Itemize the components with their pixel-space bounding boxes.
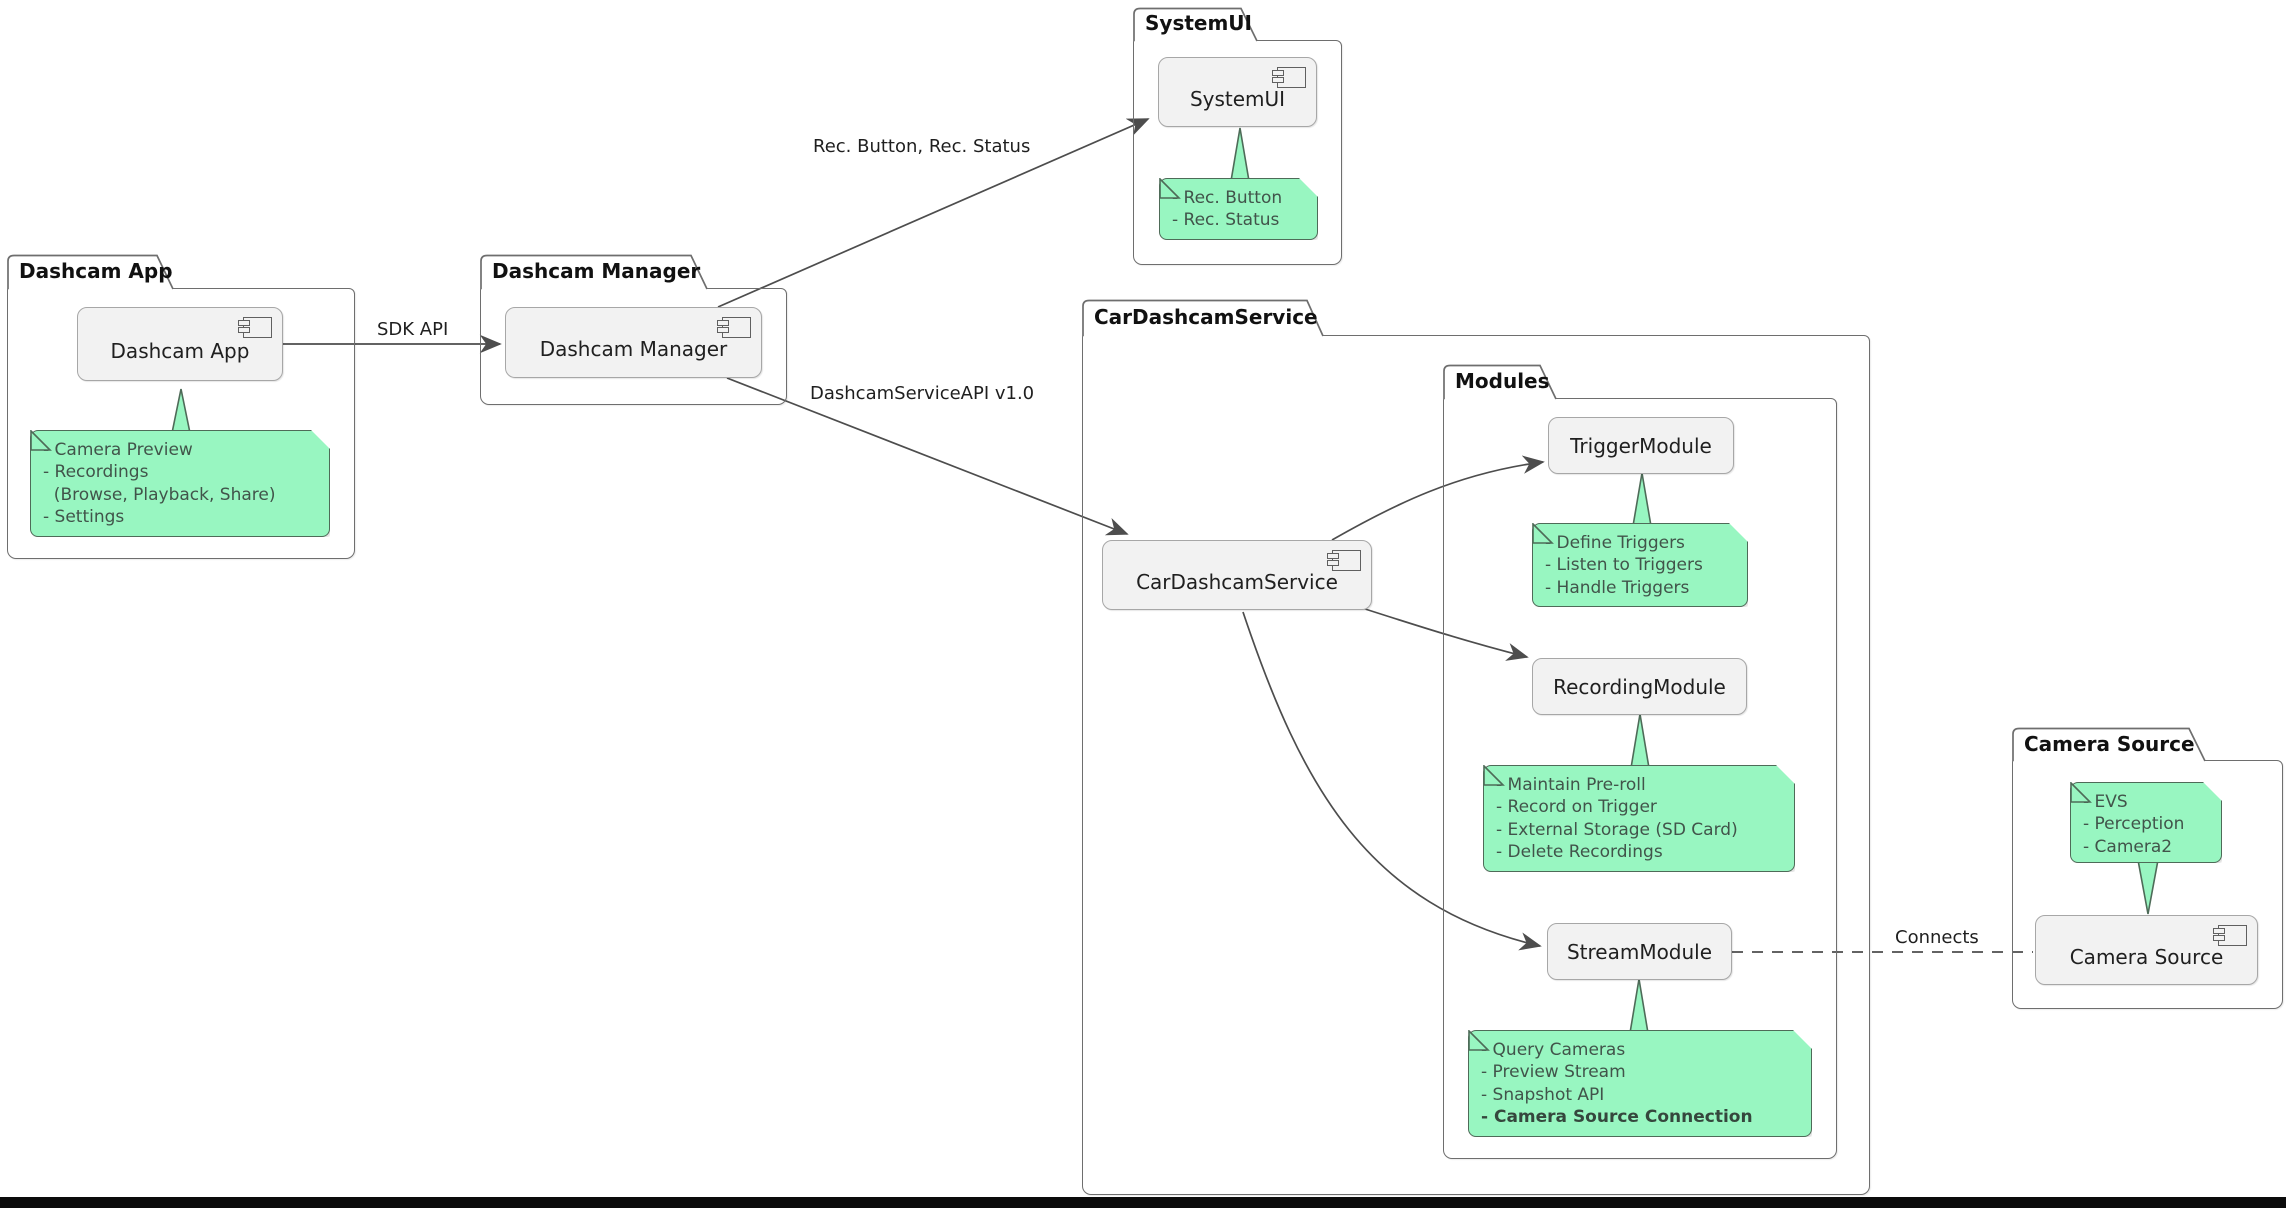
edge-label-sdk-api: SDK API xyxy=(377,319,449,340)
component-car-dashcam-service: CarDashcamService xyxy=(1102,540,1372,610)
component-name: Dashcam App xyxy=(110,338,250,363)
note-line: - Camera Preview xyxy=(43,440,193,460)
note-line: (Browse, Playback, Share) xyxy=(43,484,276,505)
edge-label-connects: Connects xyxy=(1895,927,1979,948)
note-recording-module: - Maintain Pre-roll - Record on Trigger … xyxy=(1483,765,1795,872)
arrow-manager-to-systemui xyxy=(717,118,1150,308)
arrow-service-to-stream xyxy=(1242,611,1542,951)
package-tab-systemui xyxy=(1133,7,1258,42)
package-car-dashcam-service xyxy=(1082,335,1870,1195)
component-name: TriggerModule xyxy=(1570,433,1712,458)
arrow-manager-to-service xyxy=(726,377,1129,536)
component-icon xyxy=(2213,925,2247,946)
component-camera-source: Camera Source xyxy=(2035,915,2258,985)
note-line: - Listen to Triggers xyxy=(1545,555,1703,576)
package-tab-dashcam-app xyxy=(7,254,174,290)
note-line: - Rec. Button xyxy=(1172,188,1283,208)
arrow-service-to-trigger xyxy=(1331,455,1545,541)
note-line: - Snapshot API xyxy=(1481,1084,1605,1105)
component-name: Camera Source xyxy=(2069,944,2224,969)
package-dashcam-app xyxy=(7,288,355,559)
component-systemui: SystemUI xyxy=(1158,57,1317,127)
package-tab-dashcam-manager xyxy=(480,254,708,290)
package-tab-modules xyxy=(1443,364,1557,400)
note-fold-icon xyxy=(1160,179,1180,199)
note-line: - Handle Triggers xyxy=(1545,577,1690,598)
edge-label-dashcam-service-api: DashcamServiceAPI v1.0 xyxy=(810,383,1035,404)
note-camera-source: - EVS - Perception - Camera2 xyxy=(2070,782,2222,863)
component-stream-module: StreamModule xyxy=(1547,923,1732,980)
note-fold-icon xyxy=(1469,1031,1489,1051)
component-icon xyxy=(1272,67,1306,88)
note-line: - Rec. Status xyxy=(1172,210,1280,231)
edge-label-rec-button-status: Rec. Button, Rec. Status xyxy=(813,136,1031,157)
component-icon xyxy=(717,317,751,338)
note-line: - Define Triggers xyxy=(1545,533,1685,553)
component-name: SystemUI xyxy=(1189,86,1286,111)
component-name: RecordingModule xyxy=(1553,674,1726,699)
component-name: Dashcam Manager xyxy=(539,337,728,361)
note-line: - Settings xyxy=(43,507,125,528)
package-tab-car-dashcam-service xyxy=(1082,299,1324,337)
note-dashcam-app: - Camera Preview - Recordings (Browse, P… xyxy=(30,430,330,537)
note-line: - Preview Stream xyxy=(1481,1062,1626,1083)
note-systemui: - Rec. Button - Rec. Status xyxy=(1159,178,1318,240)
component-name: StreamModule xyxy=(1566,939,1713,964)
package-title-car-dashcam-service: CarDashcamService xyxy=(1094,305,1318,329)
note-line: - Record on Trigger xyxy=(1496,797,1657,818)
note-line: - Perception xyxy=(2083,814,2185,835)
component-recording-module: RecordingModule xyxy=(1532,658,1747,715)
component-trigger-module: TriggerModule xyxy=(1548,417,1734,474)
package-tab-camera-source xyxy=(2012,727,2206,762)
package-modules xyxy=(1443,398,1837,1159)
note-fold-icon xyxy=(31,431,51,451)
component-icon xyxy=(1327,550,1361,571)
note-fold-icon xyxy=(1533,524,1553,544)
component-dashcam-app: Dashcam App xyxy=(77,307,283,381)
bottom-bar xyxy=(0,1197,2286,1208)
component-icon xyxy=(238,317,272,338)
package-title-camera-source: Camera Source xyxy=(2024,732,2195,756)
note-line: - Query Cameras xyxy=(1481,1040,1626,1060)
note-line: - EVS xyxy=(2083,792,2128,812)
package-title-dashcam-app: Dashcam App xyxy=(19,259,173,283)
component-name: CarDashcamService xyxy=(1136,569,1338,594)
package-title-systemui: SystemUI xyxy=(1145,11,1252,35)
package-title-modules: Modules xyxy=(1455,369,1550,393)
component-dashcam-manager: Dashcam Manager xyxy=(505,307,762,378)
note-fold-icon xyxy=(2071,783,2091,803)
note-line: - Recordings xyxy=(43,462,149,483)
note-line: - Camera Source Connection xyxy=(1481,1107,1753,1128)
note-line: - Camera2 xyxy=(2083,836,2173,857)
note-trigger-module: - Define Triggers - Listen to Triggers -… xyxy=(1532,523,1748,607)
note-line: - Delete Recordings xyxy=(1496,842,1663,863)
note-fold-icon xyxy=(1484,766,1504,786)
note-line: - External Storage (SD Card) xyxy=(1496,819,1738,840)
note-line: - Maintain Pre-roll xyxy=(1496,775,1646,795)
package-title-dashcam-manager: Dashcam Manager xyxy=(492,259,701,283)
note-stream-module: - Query Cameras - Preview Stream - Snaps… xyxy=(1468,1030,1812,1137)
